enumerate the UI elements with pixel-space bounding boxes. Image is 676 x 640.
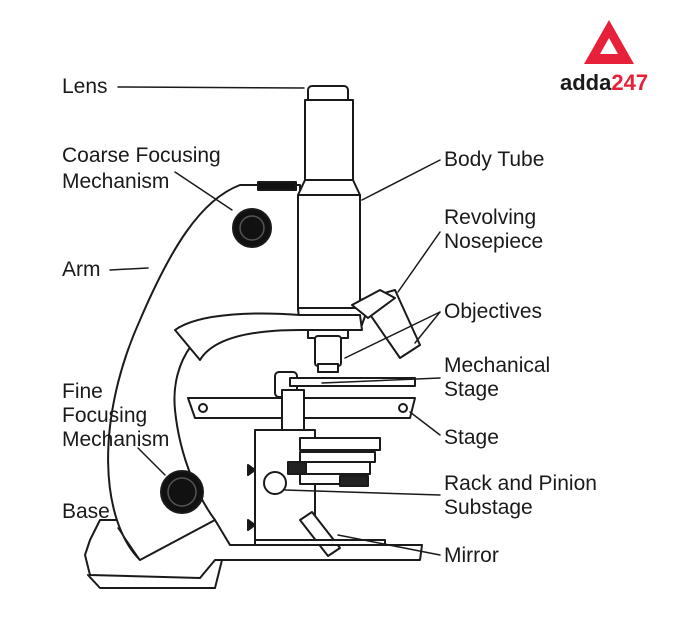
label-fine-1: Fine xyxy=(62,380,103,403)
leader-lens xyxy=(117,86,305,89)
logo-number: 247 xyxy=(611,70,649,95)
label-mirror: Mirror xyxy=(444,544,499,567)
label-objectives: Objectives xyxy=(444,300,543,323)
objective-1 xyxy=(314,335,342,367)
adda247-logo: adda247 xyxy=(560,18,660,100)
label-revolving-1: Revolving xyxy=(444,206,537,229)
coarse-knob xyxy=(232,208,272,248)
label-arm: Arm xyxy=(62,258,101,281)
leader-fine xyxy=(137,447,166,476)
label-rack-1: Rack and Pinion xyxy=(444,472,597,495)
label-mechanical-1: Mechanical xyxy=(444,354,551,377)
leader-mirror xyxy=(337,534,441,556)
fine-knob xyxy=(160,470,204,514)
leader-objectives-a xyxy=(344,311,441,359)
label-coarse-1: Coarse Focusing xyxy=(62,144,221,167)
leader-objectives-b xyxy=(414,311,441,344)
leader-mechanical xyxy=(321,377,441,384)
rack-pinion xyxy=(263,471,287,495)
leader-rack xyxy=(284,489,441,496)
label-revolving-2: Nosepiece xyxy=(444,230,544,253)
label-fine-2: Focusing xyxy=(62,404,148,427)
logo-triangle-icon xyxy=(584,20,634,64)
leader-coarse xyxy=(174,171,233,211)
label-lens: Lens xyxy=(62,75,108,98)
label-base: Base xyxy=(62,500,110,523)
label-fine-3: Mechanism xyxy=(62,428,170,451)
leader-body-tube xyxy=(361,159,441,201)
body-tube-upper xyxy=(304,99,354,181)
leader-arm xyxy=(109,267,149,271)
label-body-tube: Body Tube xyxy=(444,148,545,171)
leader-base xyxy=(117,527,141,561)
label-mechanical-2: Stage xyxy=(444,378,499,401)
label-coarse-2: Mechanism xyxy=(62,170,170,193)
leader-nosepiece xyxy=(397,231,441,293)
label-rack-2: Substage xyxy=(444,496,533,519)
leader-stage xyxy=(409,411,441,436)
label-stage: Stage xyxy=(444,426,499,449)
body-tube xyxy=(297,194,361,311)
logo-brand: adda xyxy=(560,70,612,95)
